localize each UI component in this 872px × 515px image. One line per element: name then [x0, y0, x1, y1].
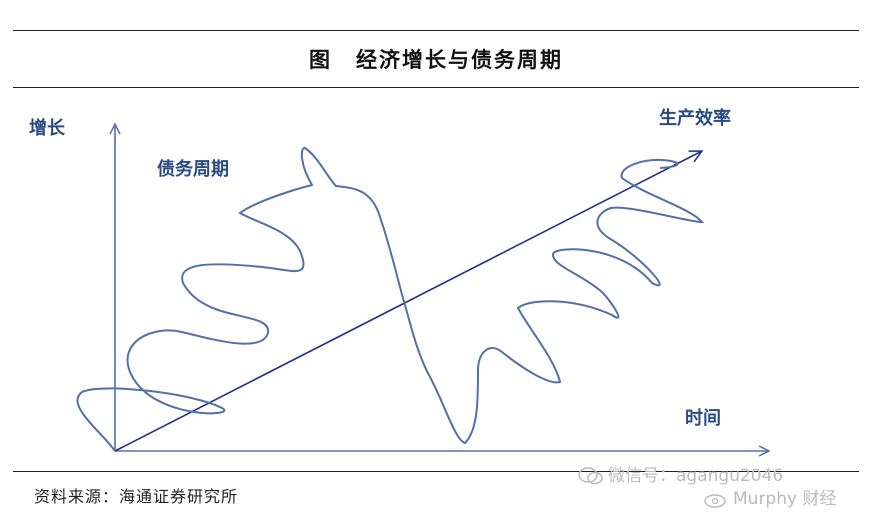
top-rule [13, 30, 859, 31]
wechat-icon [578, 467, 603, 485]
figure-label: 图 [309, 48, 332, 72]
productivity-trend-line [114, 151, 702, 452]
weibo-icon [704, 494, 726, 508]
watermark-weibo-text: Murphy 财经 [733, 489, 837, 509]
source-note: 资料来源：海通证券研究所 [34, 487, 239, 506]
watermark-wechat: 微信号：agangu2046 [578, 461, 783, 486]
trend-label: 生产效率 [659, 108, 731, 129]
debt-cycle-curve [76, 147, 705, 452]
watermark-wechat-text: 微信号：agangu2046 [608, 466, 784, 486]
cycle-label: 债务周期 [157, 159, 229, 180]
header-rule [13, 87, 859, 88]
figure-title-text: 经济增长与债务周期 [356, 48, 563, 72]
footer-rule [13, 471, 859, 472]
x-axis-label: 时间 [685, 408, 721, 429]
figure-title: 图经济增长与债务周期 [0, 44, 872, 74]
y-axis-label: 增长 [29, 118, 65, 139]
watermark-weibo: Murphy 财经 [703, 484, 836, 509]
